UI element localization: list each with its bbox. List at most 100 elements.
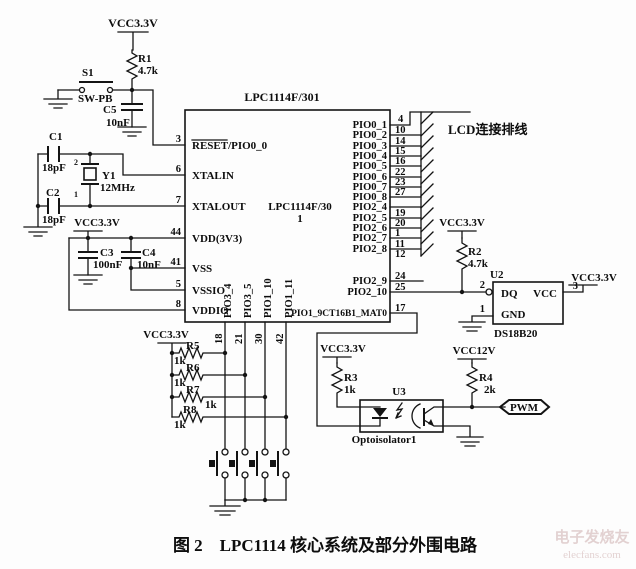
aux-pin-wires: 24 25: [389, 271, 487, 293]
pin-num: 11: [395, 239, 405, 250]
push-button-1: [209, 448, 229, 501]
resistor-r1: R1 4.7k: [125, 49, 159, 91]
resistor-r4: VCC12V R4 2k: [453, 345, 497, 408]
c4-ref: C4: [142, 247, 156, 259]
vcc-label: VCC3.3V: [74, 217, 120, 229]
push-button-3: [249, 448, 269, 501]
resistor-r3: VCC3.3V R3 1k: [320, 343, 366, 408]
c1-ref: C1: [49, 131, 62, 143]
resistor-r8: R8 1k: [171, 404, 287, 431]
resistor-r6: R6 1k: [171, 362, 246, 389]
pin-num: 21: [234, 334, 245, 345]
figure-caption: 图 2 LPC1114 核心系统及部分外围电路: [173, 535, 478, 555]
vddio-net: [68, 237, 186, 311]
u3-part: Optoisolator1: [352, 434, 417, 446]
u2-pin-vcc: VCC: [533, 288, 557, 300]
pin-num: 4: [398, 114, 404, 125]
pin-label: VDDIO: [192, 305, 229, 317]
push-buttons: [209, 448, 290, 516]
pin-label: PIO2_8: [353, 244, 387, 255]
capacitor-c3: C3 100nF: [73, 237, 123, 285]
ic-name-1: LPC1114F/30: [268, 201, 332, 213]
pin-label: PIO2_7: [353, 233, 387, 244]
r1-value: 4.7k: [138, 65, 159, 77]
resistor-r7: R7 1k: [171, 384, 266, 411]
r5-value: 1k: [174, 355, 187, 367]
watermark-site: elecfans.com: [563, 549, 621, 561]
r6-value: 1k: [174, 377, 187, 389]
c3-ref: C3: [100, 247, 114, 259]
pin-label: PIO2_4: [353, 202, 388, 213]
resistor-r5: R5 1k: [171, 340, 226, 367]
pin-label: PIO2_5: [353, 213, 387, 224]
pin-label: PIO0_3: [353, 141, 387, 152]
pin-num: 8: [176, 299, 181, 310]
ic-title: LPC1114F/301: [244, 90, 319, 104]
s1-ref: S1: [82, 67, 94, 79]
xtal-rail-ground: [23, 153, 53, 237]
pin-num: 14: [395, 136, 406, 147]
pin-label: PIO2_10: [347, 287, 387, 298]
pin-label: PIO0_4: [353, 151, 388, 162]
pin-label: PIO0_7: [353, 182, 387, 193]
crystal-y1: 2 1 Y1 12MHz: [74, 151, 135, 209]
pin-num: 12: [395, 249, 406, 260]
power-symbol-keys: VCC3.3V: [143, 329, 189, 418]
watermark: 电子发烧友 elecfans.com: [554, 528, 629, 561]
power-symbol-vdd: VCC3.3V: [73, 217, 120, 239]
s1-type: SW-PB: [78, 93, 113, 105]
key-column-wires: 18 21 30 42: [214, 321, 287, 450]
pin-label: PIO2_9: [353, 276, 387, 287]
pin-num: 18: [214, 334, 225, 345]
r8-value: 1k: [174, 419, 187, 431]
pin-num: 3: [176, 134, 181, 145]
pin-label: PIO3_4: [223, 283, 234, 318]
pin-num: 10: [395, 125, 406, 136]
r2-ref: R2: [468, 246, 482, 258]
u2-part: DS18B20: [494, 328, 538, 340]
pin-label: PIO0_5: [353, 161, 387, 172]
vcc-label: VCC3.3V: [320, 343, 366, 355]
pin-label: PIO0_1: [353, 120, 387, 131]
ic-ds18b20: U2 2 DQ GND VCC DS18B20 1 3 VCC3.3V: [458, 269, 617, 340]
capacitor-c2: C2 18pF: [37, 187, 91, 226]
power-symbol-r1: VCC3.3V: [108, 16, 158, 51]
reset-net: [129, 87, 186, 146]
switch-s1: S1 SW-PB: [57, 67, 133, 105]
r4-ref: R4: [479, 372, 493, 384]
lcd-bus: LCD连接排线: [420, 111, 527, 257]
pin-num: 25: [395, 282, 406, 293]
watermark-brand: 电子发烧友: [554, 528, 629, 546]
c1-value: 18pF: [42, 162, 66, 174]
pin-label: XTALIN: [192, 170, 234, 182]
pin-num: 24: [395, 271, 406, 282]
r3-ref: R3: [344, 372, 358, 384]
c4-value: 10nF: [137, 259, 161, 271]
r6-ref: R6: [186, 362, 200, 374]
vcc-label: VCC3.3V: [143, 329, 189, 341]
pin-label: RESET/PIO0_0: [192, 140, 268, 152]
ic-name-2: 1: [297, 213, 303, 225]
pin-label: PIO1_10: [263, 278, 274, 318]
c5-ref: C5: [103, 104, 117, 116]
c3-value: 100nF: [93, 259, 123, 271]
u2-pin-gnd: GND: [501, 309, 526, 321]
r1-ref: R1: [138, 53, 151, 65]
c5-value: 10nF: [106, 117, 130, 129]
pin-num: 6: [176, 164, 181, 175]
pin-num: 17: [395, 303, 406, 314]
pin-label: VSS: [192, 263, 212, 275]
vcc-label: VCC3.3V: [108, 16, 158, 30]
pin-label: PIO0_8: [353, 192, 387, 203]
vcc12-label: VCC12V: [453, 345, 496, 357]
pin-label: PIO0_6: [353, 172, 387, 183]
pin-num: 5: [176, 279, 181, 290]
pin-num: 3: [573, 281, 578, 292]
ground-s1: [43, 89, 73, 109]
pin-label: PIO1_9CT16B1_MAT0: [291, 309, 387, 319]
y1-ref: Y1: [102, 170, 115, 182]
c2-value: 18pF: [42, 214, 66, 226]
r3-value: 1k: [344, 384, 357, 396]
pin-num: 15: [395, 146, 406, 157]
